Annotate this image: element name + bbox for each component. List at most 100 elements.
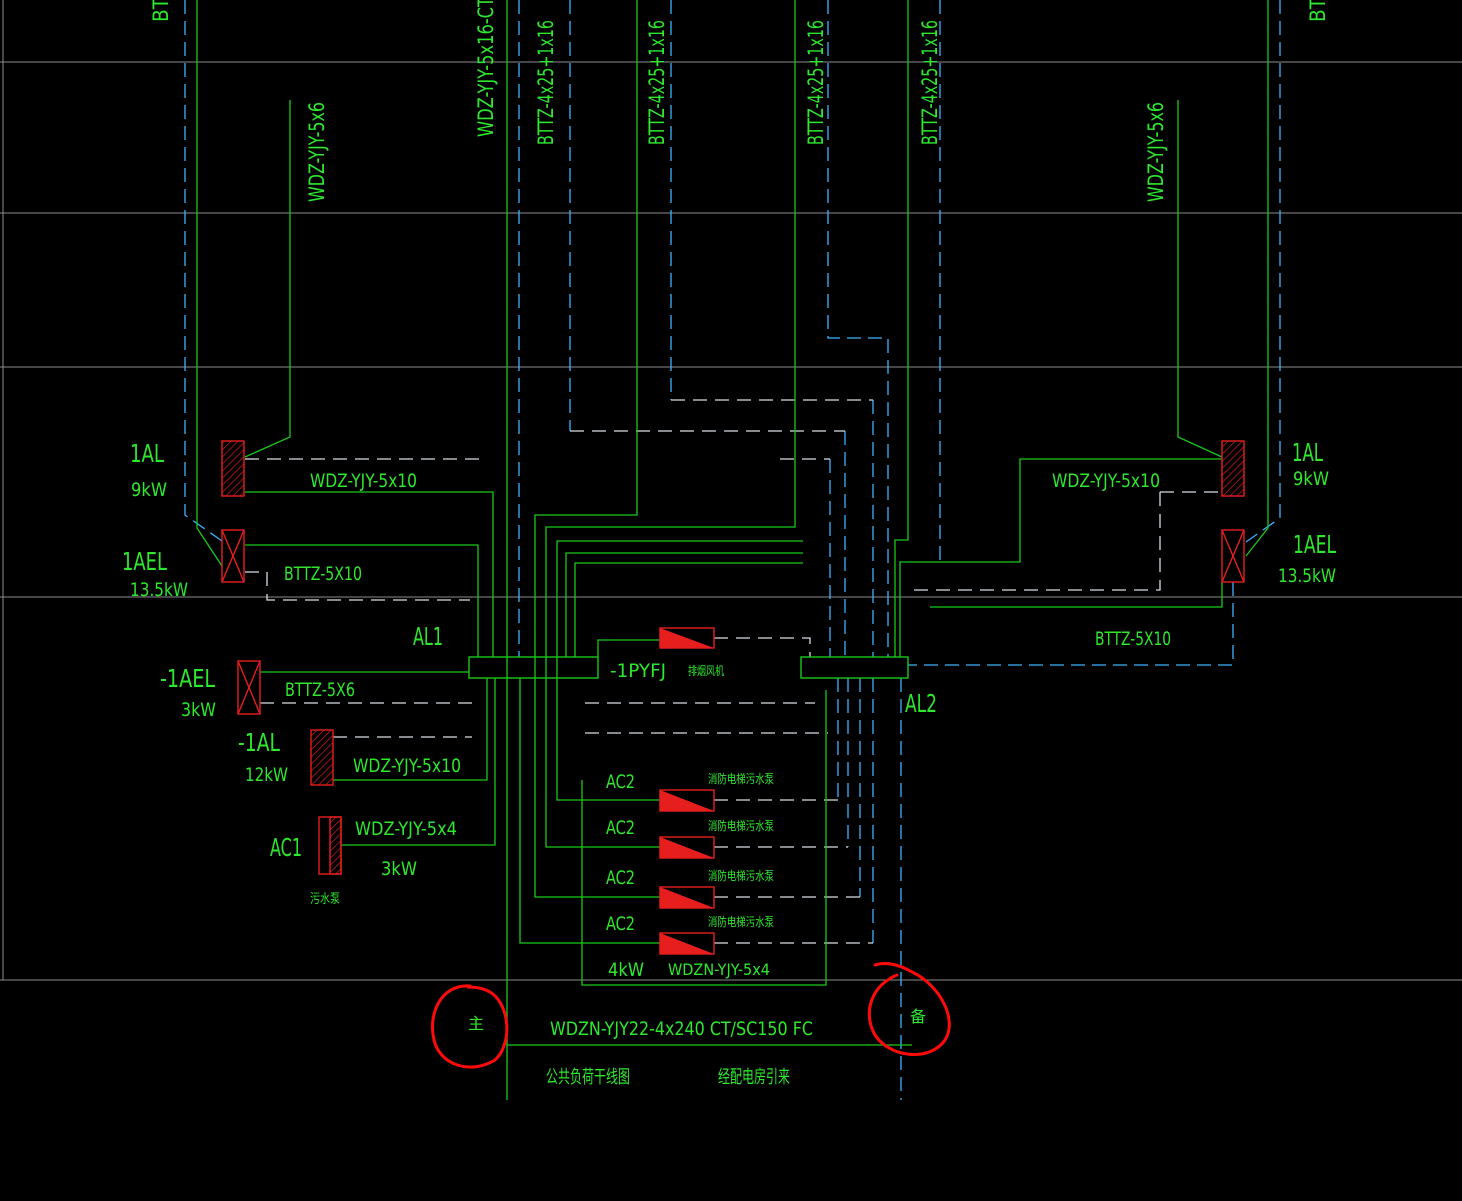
markup-circle-backup — [867, 961, 951, 1056]
panel-ac1-box — [318, 816, 342, 875]
fire-pump-symbol-3 — [659, 886, 715, 909]
green-cable-line — [899, 458, 1222, 657]
panel-1ael-left-name: 1AEL — [122, 547, 167, 576]
green-cable-line — [534, 0, 660, 898]
panel-b1ael-power: 3kW — [181, 699, 216, 721]
smoke-fan-name: -1PYFJ — [610, 660, 666, 682]
green-cable-line — [1245, 0, 1269, 557]
panel-1ael-right-cable: BTTZ-5X10 — [1095, 628, 1171, 650]
box-outline — [237, 660, 261, 715]
fire-pump-3-name: AC2 — [606, 867, 635, 889]
cyan-dashed-cable-line — [184, 0, 223, 542]
green-cable-line — [519, 678, 660, 944]
green-cable-line — [341, 678, 496, 846]
panel-1al-right-power: 9kW — [1293, 468, 1329, 490]
white-dashed-cable-line — [912, 492, 1161, 591]
center-labels: -1PYFJ 排烟风机 AL2 AC2 消防电梯污水泵 AC2 消防电梯污水泵 … — [606, 660, 937, 981]
riser-label-busway-d: BTTZ-4x25+1x16 — [918, 20, 942, 145]
panel-ac1-name: AC1 — [270, 833, 302, 862]
riser-label-busway-b: BTTZ-4x25+1x16 — [645, 20, 669, 145]
green-cable-line — [556, 540, 803, 801]
box-hatch — [329, 816, 342, 875]
cyan-dashed-cable-line — [827, 0, 889, 657]
bus-al1-label: AL1 — [413, 622, 443, 651]
panel-b1al-name: -1AL — [238, 728, 280, 757]
panel-1ael-left-power: 13.5kW — [130, 579, 188, 601]
green-cable-line — [245, 544, 479, 657]
green-cable-line — [597, 639, 660, 657]
panel-1ael-left-cable: BTTZ-5X10 — [284, 563, 362, 585]
right-panel-labels: 1AL 9kW WDZ-YJY-5x10 1AEL 13.5kW BTTZ-5X… — [1052, 438, 1336, 650]
green-cable-line — [930, 582, 1223, 608]
symbol-fill — [660, 933, 714, 954]
panel-ac1-device: 污水泵 — [310, 892, 340, 907]
green-cable-line — [244, 100, 291, 458]
panel-1al-left-box — [221, 440, 245, 497]
riser-label-bt-right: BT — [1306, 0, 1330, 22]
riser-label-busway-a: BTTZ-4x25+1x16 — [534, 20, 558, 145]
smoke-fan-device: 排烟风机 — [688, 664, 724, 678]
wiring-layer — [184, 0, 1281, 1100]
fire-pump-symbol-4 — [659, 932, 715, 955]
panel-1al-right-box — [1221, 440, 1245, 497]
panel-b1al-box — [310, 729, 334, 786]
green-cable-line — [333, 678, 488, 781]
panel-b1ael-box — [237, 660, 261, 715]
main-supply-label: 主 — [468, 1014, 484, 1033]
green-cable-line — [894, 0, 909, 657]
diagram-caption: 公共负荷干线图 — [546, 1067, 630, 1088]
bus-al2-label: AL2 — [905, 689, 937, 718]
incoming-supply-labels: 主 备 WDZN-YJY22-4x240 CT/SC150 FC 公共负荷干线图… — [468, 1007, 926, 1088]
panel-b1ael-cable: BTTZ-5X6 — [285, 679, 355, 701]
box-cross — [221, 529, 245, 583]
panel-1ael-right-name: 1AEL — [1293, 530, 1336, 559]
symbol-fill — [660, 837, 714, 858]
supply-source-label: 经配电房引来 — [718, 1067, 790, 1088]
panel-1al-left-cable: WDZ-YJY-5x10 — [310, 470, 417, 492]
symbol-fill — [660, 887, 714, 908]
fire-pump-3-device: 消防电梯污水泵 — [708, 868, 774, 883]
panel-ac1-power: 3kW — [381, 858, 417, 880]
incoming-cable-label: WDZN-YJY22-4x240 CT/SC150 FC — [550, 1018, 813, 1040]
symbol-fill — [660, 628, 714, 648]
green-cable-line — [581, 690, 827, 986]
box-outline — [221, 529, 245, 583]
riser-label-right-feeder: WDZ-YJY-5x6 — [1144, 102, 1168, 202]
green-cable-line — [565, 552, 803, 657]
riser-label-main-trunk: WDZ-YJY-5x16-CT — [474, 0, 498, 137]
fire-pump-symbol-2 — [659, 836, 715, 859]
fire-pump-cable: WDZN-YJY-5x4 — [668, 960, 770, 979]
panel-1ael-right-power: 13.5kW — [1278, 565, 1336, 587]
white-dashed-cable-line — [714, 637, 811, 657]
cyan-dashed-cable-line — [1245, 0, 1281, 543]
box-outline — [1221, 529, 1245, 583]
green-cable-line — [545, 0, 796, 848]
box-cross — [1221, 529, 1245, 583]
green-cable-line — [196, 0, 223, 567]
fire-pump-2-name: AC2 — [606, 817, 635, 839]
fire-pump-symbol-1 — [659, 789, 715, 812]
riser-labels: BT WDZ-YJY-5x6 WDZ-YJY-5x16-CT BTTZ-4x25… — [149, 0, 1330, 202]
panel-1al-left-name: 1AL — [130, 439, 164, 468]
panel-1al-right-cable: WDZ-YJY-5x10 — [1052, 470, 1160, 492]
panel-1ael-right-box — [1221, 529, 1245, 583]
symbol-fill — [660, 790, 714, 811]
panel-ac1-cable: WDZ-YJY-5x4 — [355, 818, 457, 840]
fire-pump-4-device: 消防电梯污水泵 — [708, 914, 774, 929]
panel-1al-left-power: 9kW — [131, 479, 167, 501]
panel-1ael-left-box — [221, 529, 245, 583]
panel-b1ael-name: -1AEL — [160, 664, 215, 693]
riser-label-busway-c: BTTZ-4x25+1x16 — [804, 20, 828, 145]
grid-layer — [0, 0, 1462, 981]
panel-b1al-power: 12kW — [245, 764, 288, 786]
backup-supply-label: 备 — [910, 1007, 926, 1026]
left-panel-labels: 1AL 9kW WDZ-YJY-5x10 1AEL 13.5kW BTTZ-5X… — [122, 439, 461, 907]
riser-label-bt-left: BT — [149, 0, 173, 22]
fire-pump-4-name: AC2 — [606, 913, 635, 935]
box-cross — [237, 660, 261, 715]
cyan-dashed-cable-line — [908, 582, 1234, 666]
fire-pump-1-device: 消防电梯污水泵 — [708, 771, 774, 786]
panel-1al-right-name: 1AL — [1292, 438, 1323, 467]
smoke-fan-symbol — [659, 627, 715, 649]
